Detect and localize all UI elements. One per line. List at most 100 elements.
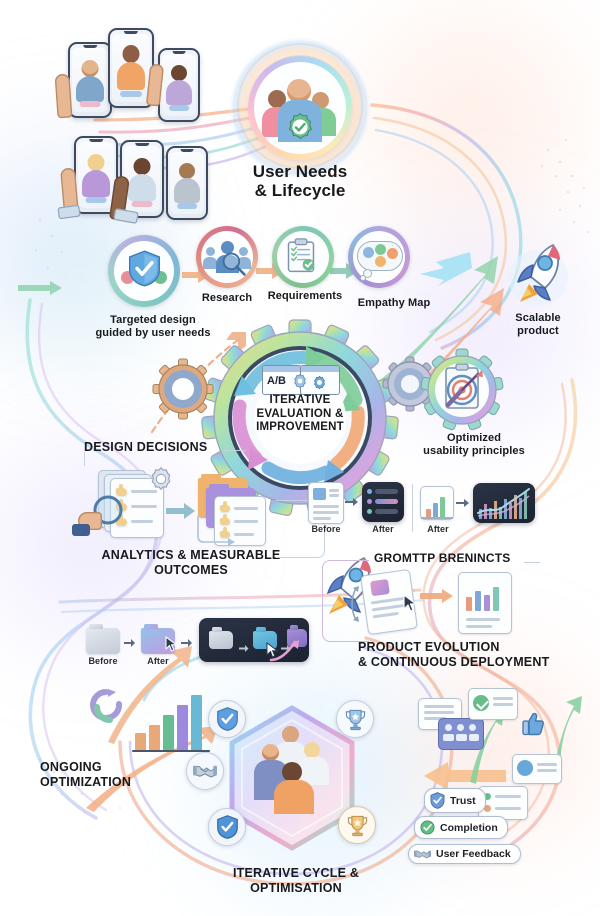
emoji-bubble-icon (512, 754, 562, 784)
check-circle-icon (420, 820, 435, 835)
check-bubble-icon (468, 688, 518, 720)
refresh-cycle-icon (90, 689, 123, 723)
shield-check-icon (216, 815, 238, 839)
arrow-right-icon (420, 589, 453, 603)
trend-chart-icon (477, 488, 530, 519)
user-needs-title-line1: User Needs (252, 162, 348, 181)
mini-chart-card (420, 486, 454, 520)
chart-bar (191, 694, 202, 750)
cursor-icon (266, 642, 279, 658)
badge-trophy-top (336, 700, 374, 738)
label-before-folder: Before (88, 656, 118, 666)
side-gear-right (382, 356, 438, 412)
sleeve (57, 204, 81, 220)
badge-shield-top (208, 700, 246, 738)
badge-shield-bottom (208, 808, 246, 846)
shield-icon (430, 792, 445, 809)
optimized-usability-icon (420, 348, 504, 431)
chart-bar (149, 724, 160, 750)
tag-user-feedback[interactable]: User Feedback (408, 844, 521, 864)
label-product-evolution: PRODUCT EVOLUTION & CONTINUOUS DEPLOYMEN… (358, 640, 550, 669)
cursor-icon (165, 636, 177, 652)
magnifier-icon (222, 252, 246, 276)
avatar (81, 60, 99, 77)
arrow-right-icon (345, 498, 358, 506)
tag-user-feedback-label: User Feedback (436, 848, 511, 860)
loop-arrow-icon (197, 516, 235, 546)
cursor-icon (403, 594, 417, 612)
bracket-deployment (322, 560, 369, 642)
core-title: ITERATIVE EVALUATION & IMPROVEMENT (256, 394, 344, 434)
folder-before (86, 624, 120, 654)
cycle-people-group (252, 722, 334, 814)
tag-trust[interactable]: Trust (424, 788, 486, 813)
deployment-report-card (458, 572, 512, 634)
phone-mockup (166, 146, 208, 220)
stage-icon-empathy-map[interactable] (348, 226, 410, 288)
trophy-gold-icon (347, 815, 367, 836)
label-requirements: Requirements (267, 290, 343, 302)
shield-check-icon (128, 250, 161, 287)
label-ongoing-optimization: ONGOING OPTIMIZATION (40, 760, 132, 789)
chart-bar (177, 704, 188, 750)
user-needs-title-line2: & Lifecycle (254, 181, 346, 201)
hand-icon (54, 73, 73, 119)
tag-trust-label: Trust (450, 794, 476, 807)
arrow-right-icon (456, 499, 469, 507)
optimization-bar-chart (132, 690, 210, 752)
thumbs-up-icon (522, 712, 544, 736)
label-optimized-usability: Optimized usability principles (423, 432, 525, 458)
verified-gear-icon (288, 112, 312, 139)
arrow-right-icon (239, 645, 249, 652)
ab-test-windows: A/B (262, 365, 340, 395)
phone-mockup (158, 48, 200, 122)
handshake-icon (193, 765, 217, 778)
tag-completion-label: Completion (440, 821, 498, 834)
shield-check-icon (216, 707, 238, 731)
label-before-1: Before (311, 524, 341, 534)
divider-vertical (412, 484, 413, 532)
phone-mockup (120, 140, 164, 218)
folder-document (214, 496, 266, 546)
badge-handshake (186, 752, 224, 790)
analytics-dashboard-card (473, 483, 535, 523)
phone-mockup (68, 42, 112, 118)
chart-bar (163, 714, 174, 750)
label-after-folder: After (147, 656, 169, 666)
label-garbled-heading: GROMTTP BRENINCTS (374, 551, 511, 565)
checklist-bubble-icon (478, 786, 528, 820)
stage-icon-research[interactable] (196, 226, 258, 288)
label-after-1: After (372, 524, 394, 534)
leader-bracket (84, 452, 85, 466)
label-iterative-cycle: ITERATIVE CYCLE & OPTIMISATION (232, 866, 360, 895)
stage-icon-requirements[interactable] (272, 226, 334, 288)
before-card (308, 482, 344, 524)
leader-line (224, 450, 246, 451)
leader-line (524, 562, 540, 563)
gear-icon (314, 375, 325, 390)
label-after-2: After (427, 524, 449, 534)
label-analytics-outcomes: ANALYTICS & MEASURABLE OUTCOMES (101, 548, 281, 577)
trophy-star-icon (345, 709, 365, 730)
tag-completion[interactable]: Completion (414, 816, 508, 839)
label-scalable-product: Scalable product (515, 312, 561, 338)
ab-label: A/B (267, 375, 286, 387)
stage-icon-targeted-design[interactable] (108, 235, 180, 307)
rocket-icon (326, 557, 371, 614)
document-main (110, 478, 164, 538)
gear-icon (151, 466, 171, 491)
arrow-right-icon (166, 503, 195, 519)
badge-trophy-bottom (338, 806, 376, 844)
user-needs-hub (248, 56, 352, 160)
rocket-icon (508, 244, 568, 306)
side-gear-left (152, 358, 214, 420)
label-targeted-design: Targeted design guided by user needs (95, 314, 211, 340)
user-needs-title: User Needs & Lifecycle (234, 162, 366, 200)
gear-icon (294, 373, 306, 389)
chart-bar (135, 732, 146, 750)
label-design-decisions: DESIGN DECISIONS (84, 440, 208, 454)
swoosh-arrow-icon (269, 640, 299, 662)
people-bubble-icon (438, 718, 484, 750)
sleeve (72, 524, 90, 536)
